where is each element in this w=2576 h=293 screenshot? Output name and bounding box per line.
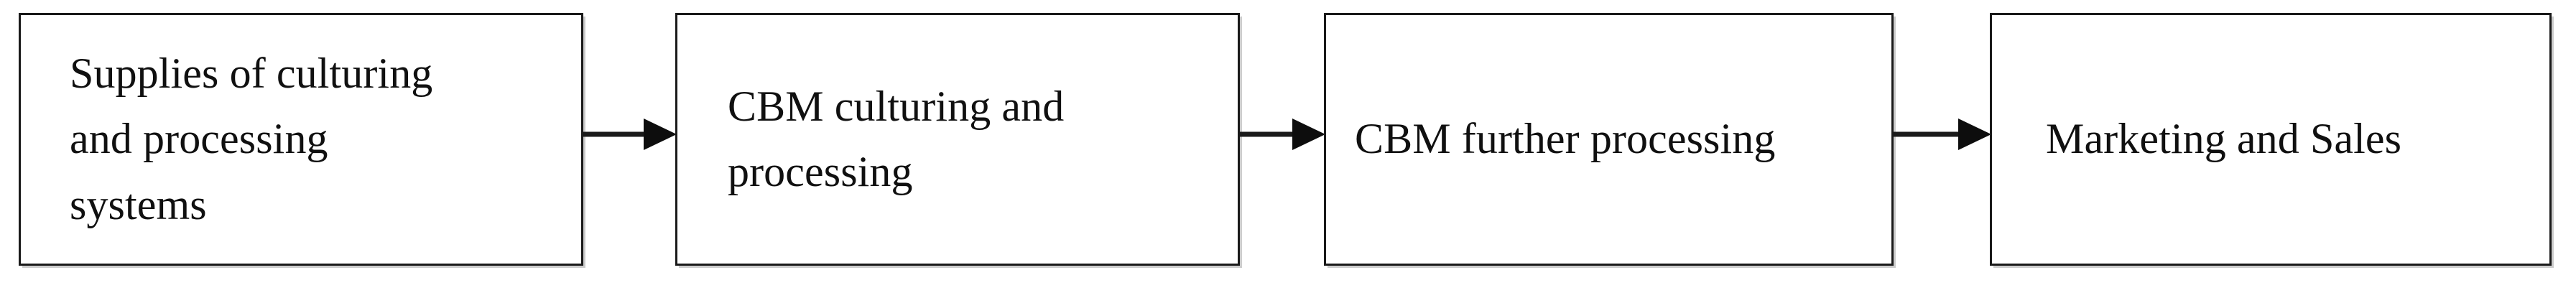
process-node-cbm-culturing[interactable]: CBM culturing and processing — [675, 13, 1240, 266]
arrow-right-icon — [1893, 118, 1991, 150]
arrow-right-icon — [583, 118, 677, 150]
process-node-supplies[interactable]: Supplies of culturing and processing sys… — [19, 13, 583, 266]
arrow-supplies-to-culturing — [583, 118, 677, 151]
arrow-culturing-to-further-processing — [1239, 118, 1325, 151]
arrow-right-icon — [1239, 118, 1325, 150]
process-node-cbm-further-processing[interactable]: CBM further processing — [1324, 13, 1894, 266]
process-node-marketing-sales-label: Marketing and Sales — [2046, 115, 2402, 163]
process-node-cbm-further-processing-label: CBM further processing — [1355, 115, 1776, 163]
arrow-further-processing-to-marketing — [1893, 118, 1991, 151]
process-node-cbm-culturing-label: CBM culturing and processing — [728, 82, 1065, 195]
process-node-marketing-sales[interactable]: Marketing and Sales — [1990, 13, 2552, 266]
process-node-supplies-label: Supplies of culturing and processing sys… — [70, 50, 433, 228]
